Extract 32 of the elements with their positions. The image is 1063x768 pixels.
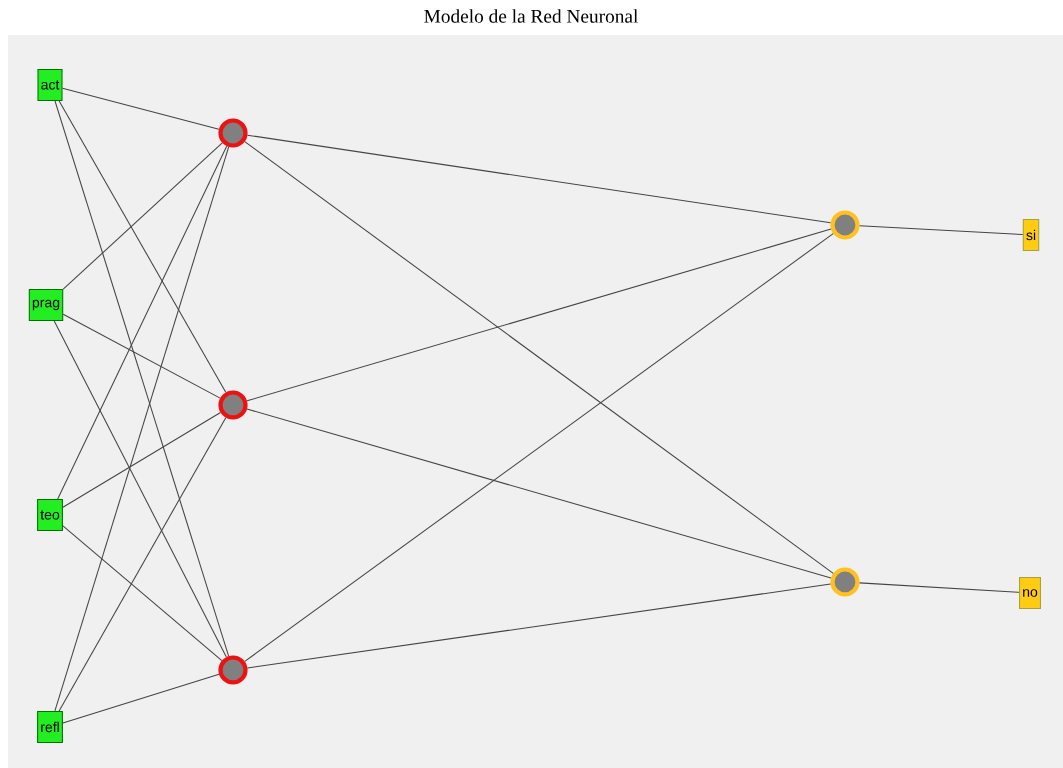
output-box: si xyxy=(1022,218,1040,251)
neuron-circle xyxy=(218,390,248,420)
connection-line xyxy=(58,100,227,393)
connection-line xyxy=(62,87,220,130)
connection-line xyxy=(246,228,832,402)
neuron-circle xyxy=(218,655,248,685)
connection-line xyxy=(244,233,834,662)
title: Modelo de la Red Neuronal xyxy=(424,9,638,23)
connection-line xyxy=(58,417,227,712)
connection-line xyxy=(62,673,220,724)
connection-line xyxy=(244,141,834,574)
input-box: prag xyxy=(28,288,64,321)
connection-line xyxy=(57,145,228,500)
connection-line xyxy=(246,583,832,669)
connection-line xyxy=(54,100,230,657)
connection-line xyxy=(62,525,223,662)
connection-line xyxy=(53,320,227,658)
neuron-circle xyxy=(830,210,860,240)
input-box: refl xyxy=(37,710,63,743)
connection-line xyxy=(859,225,1024,236)
connection-line xyxy=(859,582,1020,593)
connection-line xyxy=(62,412,221,508)
connection-line xyxy=(54,146,230,712)
connection-line xyxy=(62,313,221,399)
input-box: act xyxy=(37,68,63,101)
input-box: teo xyxy=(37,498,63,531)
connection-line xyxy=(246,134,832,224)
connection-line xyxy=(246,408,832,579)
connection-line xyxy=(62,142,223,290)
output-box: no xyxy=(1019,576,1041,609)
neuron-circle xyxy=(830,567,860,597)
neuron-circle xyxy=(218,118,248,148)
